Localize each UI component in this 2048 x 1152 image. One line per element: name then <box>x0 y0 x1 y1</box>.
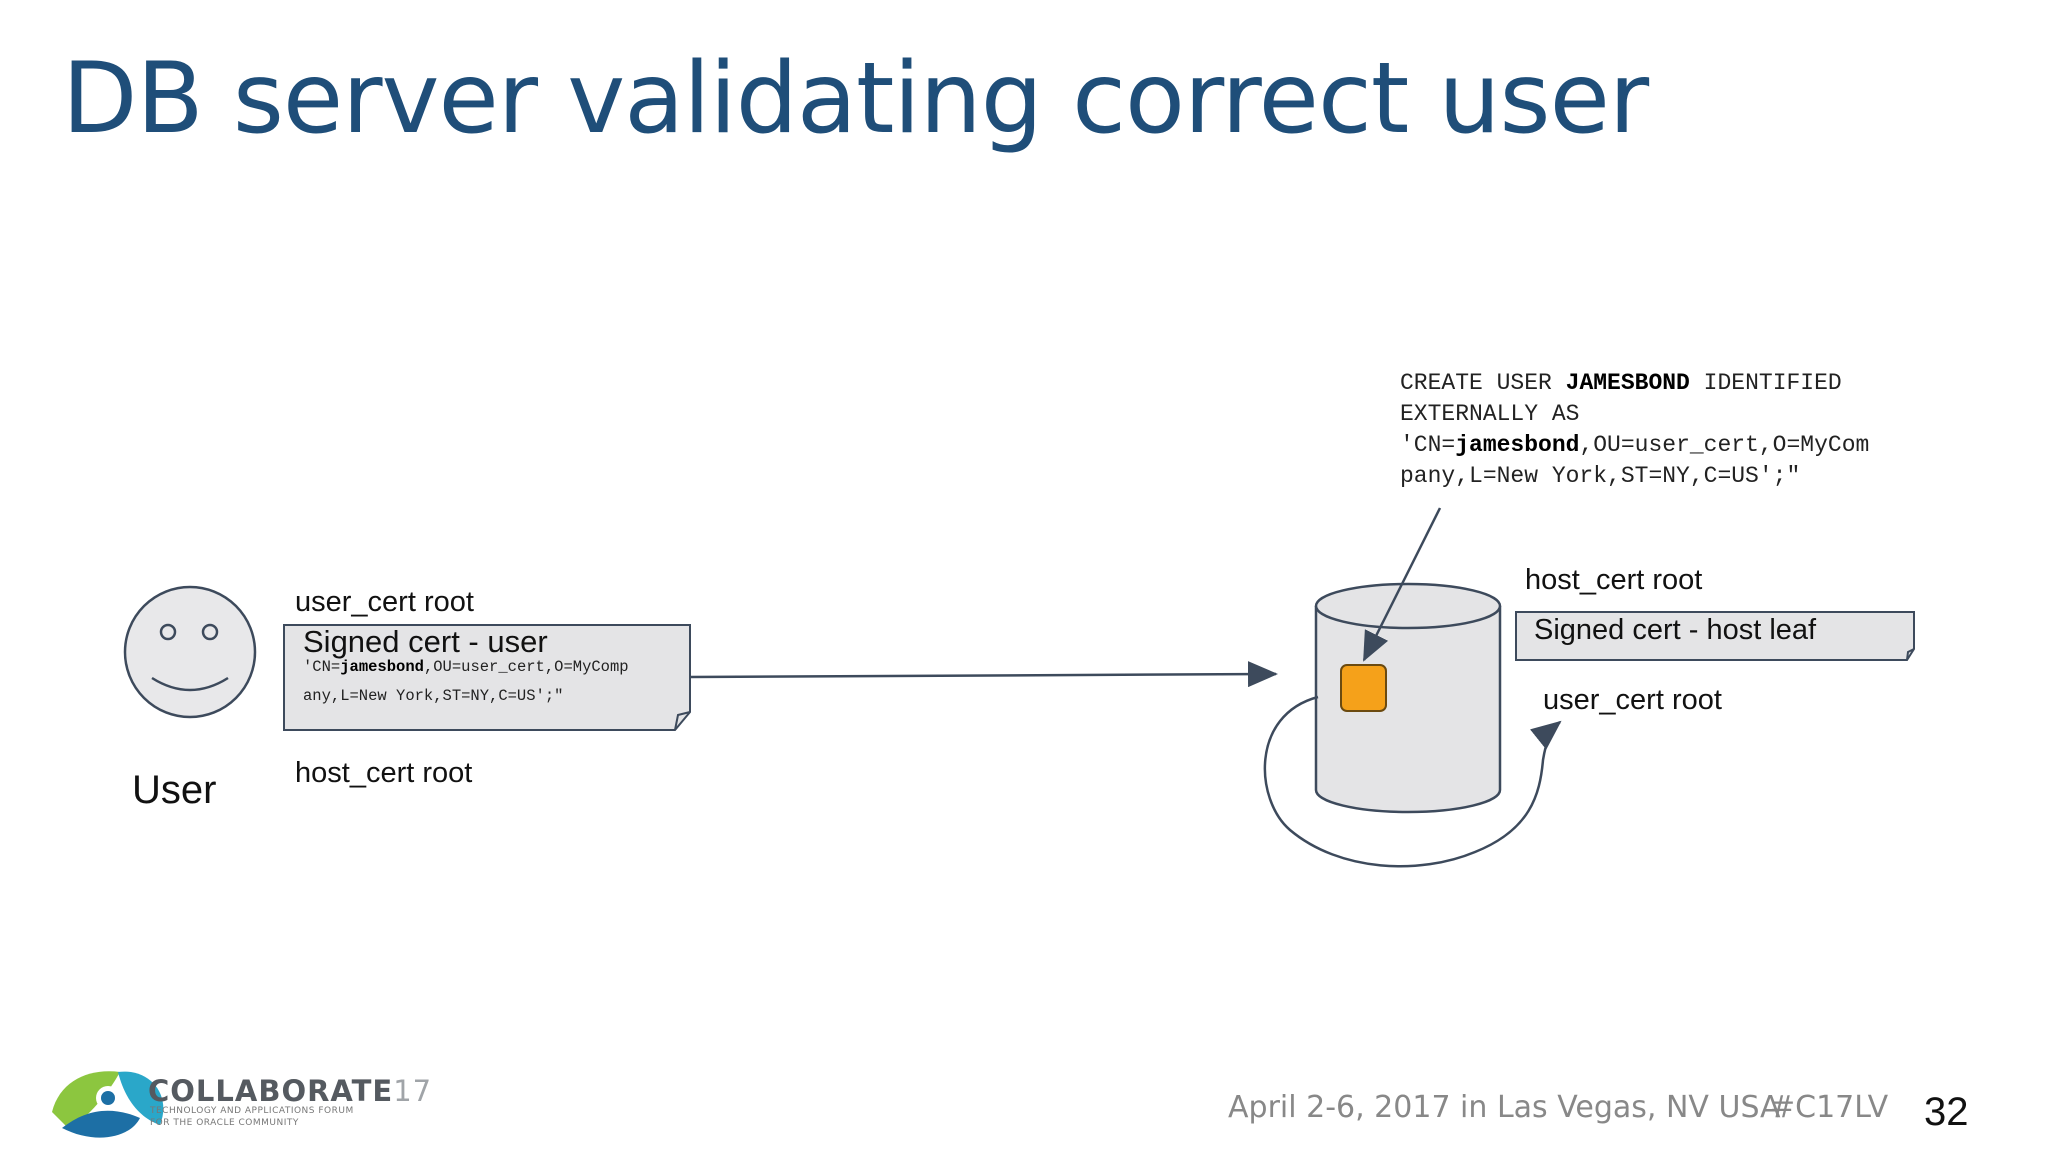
database-cylinder-icon <box>1314 582 1502 814</box>
smiley-face-icon <box>123 585 257 719</box>
collaborate-logo-icon <box>52 1071 164 1138</box>
logo-tagline-2: FOR THE ORACLE COMMUNITY <box>150 1118 299 1128</box>
user-label: User <box>132 768 217 812</box>
host-cert-card-title: Signed cert - host leaf <box>1534 614 1817 646</box>
key-block <box>1340 664 1387 712</box>
host-cert-root-label-left: host_cert root <box>295 757 473 789</box>
sql-create-user-block: CREATE USER JAMESBOND IDENTIFIED EXTERNA… <box>1400 370 1870 489</box>
page-number: 32 <box>1924 1090 1969 1134</box>
user-cert-dn-line1: 'CN=jamesbond,OU=user_cert,O=MyComp <box>303 658 629 676</box>
footer-event: April 2-6, 2017 in Las Vegas, NV USA <box>1228 1090 1781 1125</box>
user-cert-card-title: Signed cert - user <box>303 624 548 659</box>
loop-arrow <box>1263 695 1562 868</box>
logo-wordmark: COLLABORATE17 <box>148 1074 433 1108</box>
user-cert-card <box>283 624 691 731</box>
footer-hashtag: #C17LV <box>1770 1090 1889 1125</box>
page-title: DB server validating correct user <box>62 42 1649 156</box>
user-cert-card-fold <box>674 711 691 731</box>
cert-to-server-arrow <box>689 661 1278 688</box>
host-cert-card <box>1515 611 1915 661</box>
host-cert-root-label-right: host_cert root <box>1525 564 1703 596</box>
host-cert-card-fold <box>1906 648 1915 661</box>
logo-tagline-1: TECHNOLOGY AND APPLICATIONS FORUM <box>150 1106 354 1116</box>
user-cert-root-label-right: user_cert root <box>1543 684 1722 716</box>
user-cert-dn-line2: any,L=New York,ST=NY,C=US';" <box>303 687 564 705</box>
user-cert-root-label: user_cert root <box>295 586 474 618</box>
sql-to-key-arrow <box>1362 507 1442 662</box>
